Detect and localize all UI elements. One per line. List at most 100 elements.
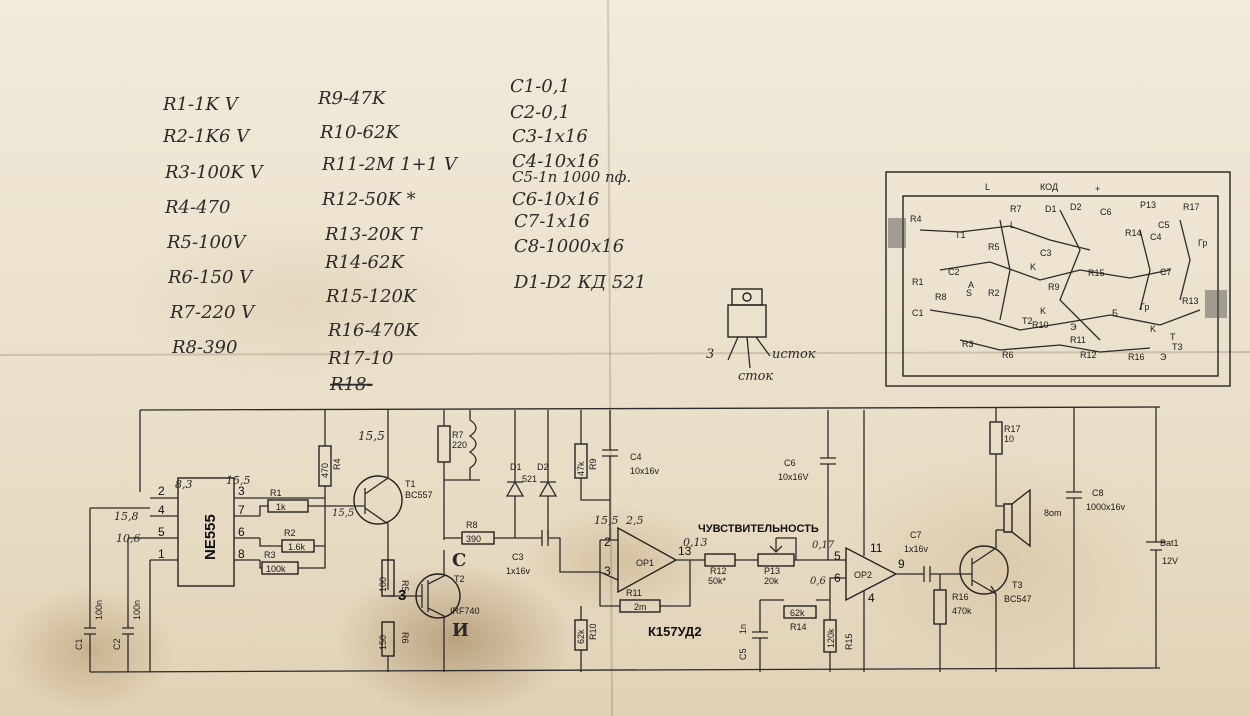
- part-r5: R5-100V: [166, 232, 247, 253]
- part-r18: R18-: [329, 374, 373, 395]
- pcb-board: [902, 195, 1219, 377]
- r5-value: 100: [378, 577, 388, 592]
- pcb-label: D2: [1070, 202, 1082, 212]
- r1-label: R1: [270, 488, 282, 498]
- ic-ne555-label: NE555: [202, 514, 219, 560]
- op2-pin-11: 11: [870, 541, 883, 555]
- part-c6: C6-10x16: [512, 189, 599, 210]
- letter-c: С: [452, 550, 466, 571]
- pcb-label: R5: [988, 242, 1000, 252]
- pcb-label: R2: [988, 288, 1000, 298]
- pcb-label: A: [968, 280, 974, 290]
- pcb-label: Б: [1112, 308, 1118, 318]
- ne555-pin-2: 2: [158, 484, 165, 498]
- pcb-label: C2: [948, 267, 960, 277]
- c8-label: C8: [1092, 488, 1104, 498]
- d1-label: D1: [510, 462, 522, 472]
- part-r16: R16-470K: [327, 320, 420, 341]
- pcb-top-label-2: КОД: [1040, 182, 1058, 192]
- ne555-pin-8: 8: [238, 547, 245, 561]
- pcb-label: C5: [1158, 220, 1170, 230]
- c3-value: 1x16v: [506, 566, 531, 576]
- ic-ne555-pin-wires: [150, 497, 325, 561]
- r8-value: 390: [466, 534, 481, 544]
- pcb-label: R13: [1182, 296, 1199, 306]
- voltage-note-1: 8,3: [175, 478, 193, 491]
- opamp-op2: [845, 546, 898, 602]
- resistor-r12: [704, 553, 736, 567]
- c4-value: 10x16v: [630, 466, 660, 476]
- c2-value: 100n: [132, 600, 142, 620]
- pcb-label: R4: [910, 214, 922, 224]
- p13-label: P13: [764, 566, 780, 576]
- ne555-pin-5: 5: [158, 525, 165, 539]
- r16-value: 470k: [952, 606, 972, 616]
- wire-op1: [580, 539, 705, 672]
- pcb-top-label-3: +: [1095, 184, 1100, 194]
- d-type: 521: [522, 474, 537, 484]
- resistor-r14: [783, 605, 817, 619]
- resistor-r7: [437, 425, 451, 463]
- pcb-connector-right: [1205, 290, 1227, 318]
- r8-label: R8: [466, 520, 478, 530]
- transistor-t1: [353, 475, 403, 525]
- pcb-label: C6: [1100, 207, 1112, 217]
- sensitivity-label: ЧУВСТВИТЕЛЬНОСТЬ: [698, 523, 819, 535]
- op1-label: OP1: [636, 558, 654, 568]
- c5-value: 1n: [738, 624, 748, 634]
- paper-fold-vertical: [607, 0, 613, 716]
- bat-label: Bat1: [1160, 538, 1179, 548]
- c1-value: 100n: [94, 600, 104, 620]
- c4-label: C4: [630, 452, 642, 462]
- part-r8: R8-390: [171, 337, 237, 358]
- pcb-label: D1: [1045, 204, 1057, 214]
- voltage-note-8: 2,5: [625, 514, 644, 527]
- ne555-pin-1: 1: [158, 547, 165, 561]
- wire-c5-r14: [752, 577, 846, 672]
- pcb-label: Т: [1170, 332, 1176, 342]
- part-c4: C4-10x16: [512, 151, 599, 172]
- r3-label: R3: [264, 550, 276, 560]
- pcb-label: R15: [1088, 268, 1105, 278]
- op1-pin-3: 3: [604, 564, 611, 578]
- r17-value: 10: [1004, 434, 1014, 444]
- speaker-icon: [1003, 488, 1031, 548]
- pinout-legs: [727, 336, 771, 369]
- op2-pin-5: 5: [834, 549, 841, 563]
- ic-ne555: [177, 477, 235, 587]
- r12-label: R12: [710, 566, 727, 576]
- capacitor-c6: [820, 410, 836, 560]
- part-r3: R3-100K V: [164, 162, 265, 183]
- r2-label: R2: [284, 528, 296, 538]
- part-r11: R11-2M 1+1 V: [321, 154, 459, 175]
- potentiometer-p13: [757, 553, 795, 567]
- pcb-top-label-4: P13: [1140, 200, 1156, 210]
- r7-value: 220: [452, 440, 467, 450]
- battery-bat1: [1146, 407, 1166, 668]
- voltage-note-10: 0,17: [812, 540, 835, 551]
- part-r13: R13-20K T: [324, 224, 424, 245]
- pcb-traces: [919, 209, 1201, 353]
- pcb-label: C7: [1160, 267, 1172, 277]
- t1-label: T1: [405, 479, 416, 489]
- r4-label: R4: [332, 458, 342, 470]
- part-c8: C8-1000x16: [514, 236, 624, 257]
- r12-value: 50k*: [708, 576, 727, 586]
- ne555-pin-6: 6: [238, 525, 245, 539]
- voltage-note-2: 15,5: [226, 474, 251, 487]
- d2-label: D2: [537, 462, 549, 472]
- pinout-hole: [742, 292, 752, 302]
- voltage-note-9: 0,13: [683, 536, 708, 549]
- c1-label: C1: [74, 638, 84, 650]
- pcb-label: S: [966, 288, 972, 298]
- part-r17: R17-10: [327, 348, 393, 369]
- part-r14: R14-62K: [324, 252, 405, 273]
- r1-value: 1k: [276, 502, 286, 512]
- r17-label: R17: [1004, 424, 1021, 434]
- pcb-top-label-1: L: [985, 182, 990, 192]
- pinout-drain-label: сток: [738, 369, 773, 384]
- resistor-r16: [933, 589, 947, 625]
